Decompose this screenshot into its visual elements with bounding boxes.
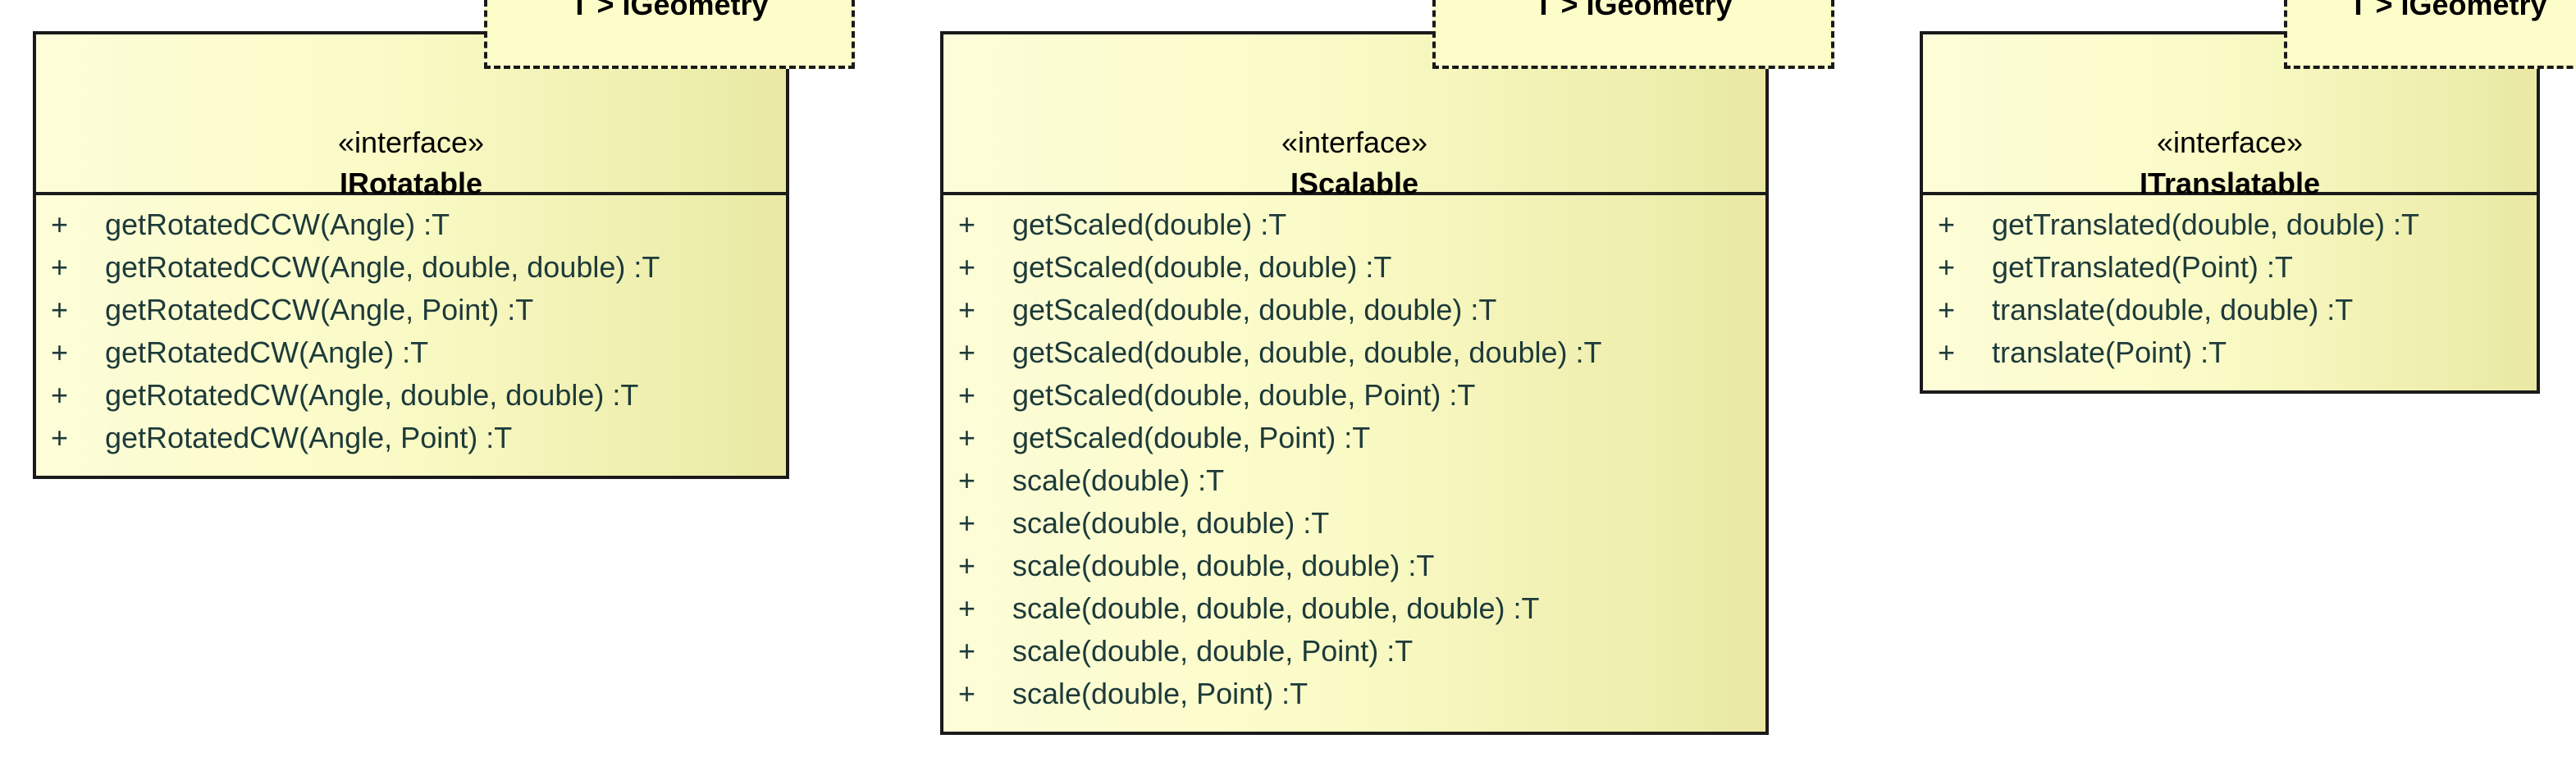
interface-header: «interface» IRotatable: [36, 34, 786, 200]
operation-signature: getRotatedCCW(Angle, Point) :T: [105, 293, 534, 326]
visibility-marker: +: [51, 335, 69, 369]
visibility-marker: +: [51, 250, 69, 284]
visibility-marker: +: [958, 506, 976, 540]
visibility-marker: +: [1938, 293, 1956, 326]
stereotype-label: «interface»: [337, 125, 485, 159]
visibility-marker: +: [958, 378, 976, 412]
operation-row[interactable]: + getRotatedCW(Angle) :T: [36, 331, 786, 374]
operation-signature: scale(double, Point) :T: [1012, 677, 1309, 710]
operation-row[interactable]: + scale(double, double, double, double) :…: [943, 587, 1765, 630]
visibility-marker: +: [958, 293, 976, 326]
operations-compartment: + getTranslated(double, double) :T + getTra…: [1923, 195, 2537, 374]
operation-row[interactable]: + getScaled(double, double, Point) :T: [943, 374, 1765, 417]
operation-row[interactable]: + scale(double, double, Point) :T: [943, 630, 1765, 673]
operation-row[interactable]: + getScaled(double, double) :T: [943, 246, 1765, 289]
operation-signature: scale(double) :T: [1012, 463, 1225, 497]
visibility-marker: +: [1938, 335, 1956, 369]
stereotype-label: «interface»: [2156, 125, 2304, 159]
visibility-marker: +: [958, 591, 976, 625]
interface-name: IRotatable: [339, 167, 483, 200]
template-parameter-label: T > IGeometry: [2349, 0, 2547, 21]
interface-box-irotatable[interactable]: «interface» IRotatable + getRotatedCCW(An…: [33, 31, 789, 479]
visibility-marker: +: [958, 208, 976, 241]
visibility-marker: +: [958, 421, 976, 454]
operation-signature: getTranslated(double, double) :T: [1992, 208, 2419, 241]
operation-row[interactable]: + getRotatedCCW(Angle, Point) :T: [36, 289, 786, 331]
visibility-marker: +: [1938, 250, 1956, 284]
operation-signature: scale(double, double, double) :T: [1012, 549, 1435, 582]
operation-row[interactable]: + getRotatedCCW(Angle, double, double) :T: [36, 246, 786, 289]
interface-header: «interface» ITranslatable: [1923, 34, 2537, 200]
operation-row[interactable]: + getScaled(double, double, double, doubl…: [943, 331, 1765, 374]
visibility-marker: +: [51, 421, 69, 454]
operation-signature: getScaled(double, double, double) :T: [1012, 293, 1497, 326]
stereotype-label: «interface»: [1281, 125, 1428, 159]
operation-signature: getRotatedCCW(Angle) :T: [105, 208, 450, 241]
visibility-marker: +: [1938, 208, 1956, 241]
interface-box-iscalable[interactable]: «interface» IScalable + getScaled(double)…: [940, 31, 1769, 735]
visibility-marker: +: [958, 549, 976, 582]
operation-row[interactable]: + getRotatedCW(Angle, Point) :T: [36, 417, 786, 459]
template-parameter-label: T > IGeometry: [570, 0, 769, 21]
operation-row[interactable]: + getRotatedCW(Angle, double, double) :T: [36, 374, 786, 417]
operation-signature: scale(double, double, Point) :T: [1012, 634, 1414, 668]
interface-header: «interface» IScalable: [943, 34, 1765, 200]
template-parameter-box: T > IGeometry: [484, 0, 855, 69]
template-parameter-label: T > IGeometry: [1534, 0, 1733, 21]
operation-signature: getRotatedCW(Angle) :T: [105, 335, 429, 369]
operation-signature: getRotatedCW(Angle, double, double) :T: [105, 378, 639, 412]
template-parameter-box: T > IGeometry: [2284, 0, 2576, 69]
operation-signature: scale(double, double) :T: [1012, 506, 1330, 540]
operation-row[interactable]: + scale(double, double) :T: [943, 502, 1765, 545]
operations-compartment: + getRotatedCCW(Angle) :T + getRotatedCCW(A…: [36, 195, 786, 459]
operation-row[interactable]: + getScaled(double, double, double) :T: [943, 289, 1765, 331]
visibility-marker: +: [51, 293, 69, 326]
visibility-marker: +: [51, 208, 69, 241]
operation-row[interactable]: + getTranslated(double, double) :T: [1923, 203, 2537, 246]
operation-signature: getScaled(double, Point) :T: [1012, 421, 1371, 454]
operation-row[interactable]: + getRotatedCCW(Angle) :T: [36, 203, 786, 246]
operation-row[interactable]: + getScaled(double, Point) :T: [943, 417, 1765, 459]
visibility-marker: +: [958, 250, 976, 284]
operation-signature: getScaled(double, double, Point) :T: [1012, 378, 1476, 412]
interface-name: ITranslatable: [2139, 167, 2321, 200]
operation-signature: translate(double, double) :T: [1992, 293, 2354, 326]
operation-signature: scale(double, double, double, double) :T: [1012, 591, 1540, 625]
visibility-marker: +: [958, 677, 976, 710]
operation-row[interactable]: + getScaled(double) :T: [943, 203, 1765, 246]
operation-row[interactable]: + translate(double, double) :T: [1923, 289, 2537, 331]
operation-signature: getTranslated(Point) :T: [1992, 250, 2293, 284]
operation-row[interactable]: + getTranslated(Point) :T: [1923, 246, 2537, 289]
visibility-marker: +: [958, 634, 976, 668]
visibility-marker: +: [958, 463, 976, 497]
visibility-marker: +: [51, 378, 69, 412]
interface-name: IScalable: [1290, 167, 1419, 200]
operation-row[interactable]: + scale(double, Point) :T: [943, 673, 1765, 715]
template-parameter-box: T > IGeometry: [1432, 0, 1834, 69]
operation-signature: getRotatedCW(Angle, Point) :T: [105, 421, 513, 454]
interface-box-itranslatable[interactable]: «interface» ITranslatable + getTranslated…: [1920, 31, 2540, 394]
operation-signature: getScaled(double, double, double, double…: [1012, 335, 1602, 369]
operation-row[interactable]: + scale(double, double, double) :T: [943, 545, 1765, 587]
operation-signature: translate(Point) :T: [1992, 335, 2227, 369]
visibility-marker: +: [958, 335, 976, 369]
operation-signature: getScaled(double) :T: [1012, 208, 1287, 241]
operation-row[interactable]: + scale(double) :T: [943, 459, 1765, 502]
operation-row[interactable]: + translate(Point) :T: [1923, 331, 2537, 374]
operations-compartment: + getScaled(double) :T + getScaled(double, …: [943, 195, 1765, 715]
operation-signature: getScaled(double, double) :T: [1012, 250, 1392, 284]
operation-signature: getRotatedCCW(Angle, double, double) :T: [105, 250, 660, 284]
